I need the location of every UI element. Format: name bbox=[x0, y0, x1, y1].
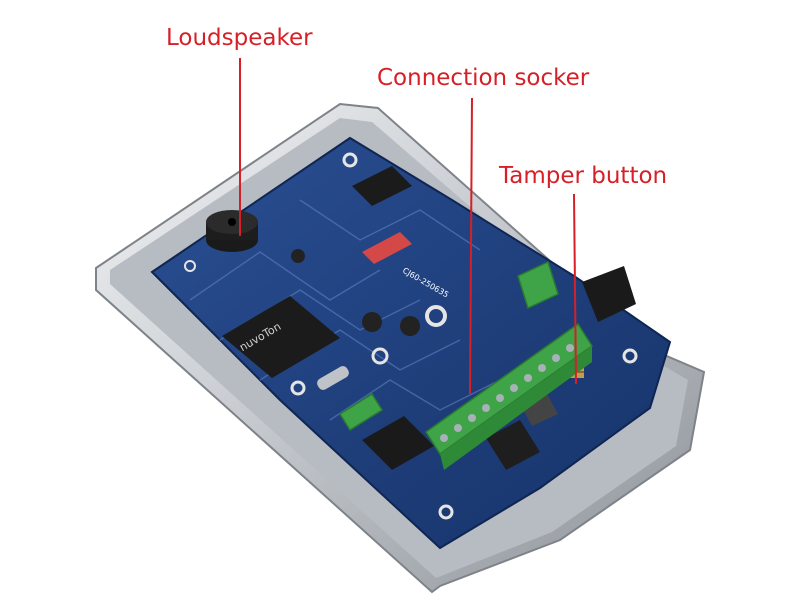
connection-socket-label: Connection socker bbox=[377, 65, 590, 91]
circuit-board: nuvoTon CJ60-250635 bbox=[150, 136, 672, 550]
relays bbox=[362, 266, 636, 470]
mounting-holes bbox=[290, 348, 638, 520]
capacitors bbox=[184, 152, 447, 365]
loudspeaker-label: Loudspeaker bbox=[166, 25, 313, 51]
microcontroller-chip: nuvoTon bbox=[222, 296, 340, 378]
tamper-button-pointer-line bbox=[573, 193, 577, 385]
connection-socket-pointer-line bbox=[469, 97, 473, 395]
terminal-blocks bbox=[338, 260, 594, 470]
tamper-button-label: Tamper button bbox=[499, 163, 668, 189]
loudspeaker-component bbox=[206, 210, 258, 252]
callout-lines bbox=[239, 58, 577, 395]
